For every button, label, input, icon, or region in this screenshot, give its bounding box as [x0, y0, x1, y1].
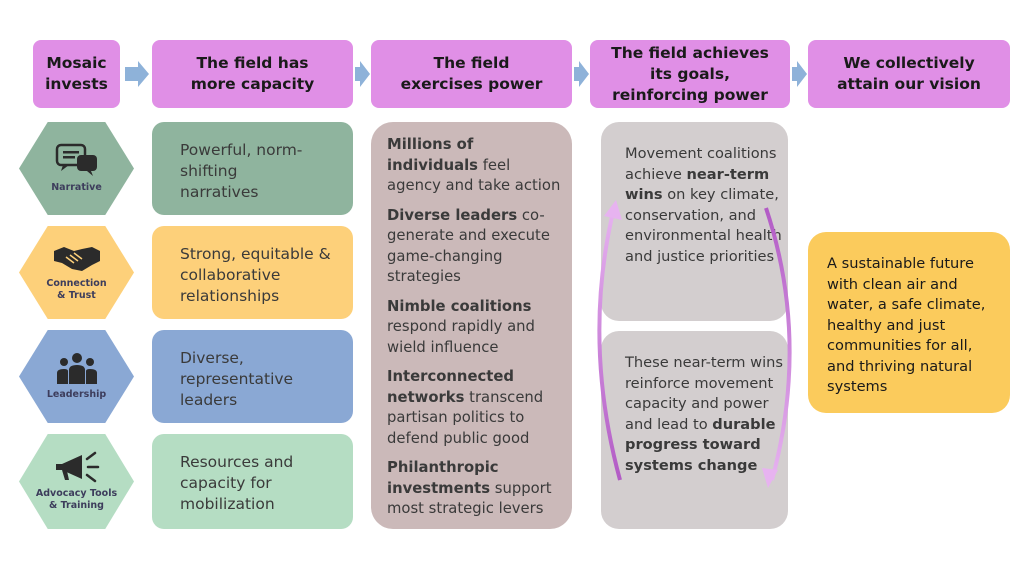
power-item-text: transcend partisan politics to defend pu…: [387, 388, 544, 447]
handshake-icon: [53, 247, 100, 271]
goal-near-term-wins: Movement coalitions achieve near-term wi…: [601, 122, 788, 321]
hex-advocacy-tools: Advocacy Tools & Training: [19, 434, 134, 529]
hex-label: Advocacy Tools & Training: [35, 488, 118, 511]
power-item-text: feel agency and take action: [387, 156, 561, 195]
power-item-text: support most strategic levers: [387, 479, 552, 518]
flow-arrow-icon: [574, 61, 589, 87]
power-item-text: respond rapidly and wield influence: [387, 318, 535, 356]
header-mosaic-invests: Mosaic invests: [33, 40, 120, 108]
cycle-arrowhead-icon: [604, 200, 622, 220]
power-item-title: Interconnected networks: [387, 368, 514, 406]
hex-connection-trust: Connection & Trust: [19, 226, 134, 319]
capacity-relationships: Strong, equitable & collaborative relati…: [152, 226, 353, 319]
power-item: Interconnected networks transcend partis…: [387, 367, 564, 449]
capacity-text: Strong, equitable & collaborative relati…: [180, 245, 331, 305]
power-item: Diverse leaders co-generate and execute …: [387, 206, 564, 288]
power-item-text: co-generate and execute game-changing st…: [387, 206, 550, 286]
header-label: The field has more capacity: [190, 54, 315, 93]
goal-text-bold: near-term wins: [625, 165, 770, 204]
hex-label: Connection & Trust: [46, 278, 107, 301]
people-group-icon: [56, 353, 97, 384]
hex-narrative: Narrative: [19, 122, 134, 215]
vision-box: A sustainable future with clean air and …: [808, 232, 1010, 413]
cycle-arrowhead-icon: [762, 468, 778, 488]
capacity-text: Diverse, representative leaders: [180, 349, 294, 409]
goal-text: Movement coalitions achieve: [625, 145, 777, 183]
megaphone-icon: [55, 451, 99, 483]
capacity-text: Resources and capacity for mobilization: [180, 453, 294, 513]
cycle-arrow-right: [764, 207, 792, 481]
flow-arrows: [125, 61, 807, 87]
header-label: We collectively attain our vision: [837, 54, 981, 93]
power-item: Philanthropic investments support most s…: [387, 458, 564, 520]
power-item-title: Millions of individuals: [387, 136, 478, 174]
goal-text-bold: durable progress toward systems change: [625, 415, 776, 474]
header-attain-vision: We collectively attain our vision: [808, 40, 1010, 108]
power-panel: Millions of individuals feel agency and …: [371, 122, 572, 529]
cycle-arrow-left: [597, 207, 622, 481]
header-label: The field exercises power: [400, 54, 543, 93]
header-label: The field achieves its goals, reinforcin…: [611, 43, 769, 104]
hex-leadership: Leadership: [19, 330, 134, 423]
capacity-narratives: Powerful, norm-shifting narratives: [152, 122, 353, 215]
power-item-title: Philanthropic investments: [387, 459, 499, 497]
goal-text: on key climate, conservation, and enviro…: [625, 186, 782, 265]
flow-arrow-icon: [355, 61, 370, 87]
capacity-text: Powerful, norm-shifting narratives: [180, 141, 303, 201]
capacity-leaders: Diverse, representative leaders: [152, 330, 353, 423]
vision-text: A sustainable future with clean air and …: [827, 255, 986, 395]
reinforcing-cycle: [597, 200, 792, 488]
speech-bubbles-icon: [55, 143, 97, 176]
header-label: Mosaic invests: [45, 54, 108, 93]
power-item: Millions of individuals feel agency and …: [387, 135, 564, 197]
power-item-title: Nimble coalitions: [387, 297, 532, 315]
goal-durable-progress: These near-term wins reinforce movement …: [601, 331, 788, 529]
header-exercises-power: The field exercises power: [371, 40, 572, 108]
capacity-resources: Resources and capacity for mobilization: [152, 434, 353, 529]
power-item: Nimble coalitions respond rapidly and wi…: [387, 297, 564, 359]
hex-label: Leadership: [46, 389, 107, 400]
hex-label: Narrative: [51, 182, 102, 193]
header-achieves-goals: The field achieves its goals, reinforcin…: [590, 40, 790, 108]
power-item-title: Diverse leaders: [387, 206, 518, 224]
flow-arrow-icon: [125, 61, 149, 87]
flow-arrow-icon: [792, 61, 807, 87]
header-more-capacity: The field has more capacity: [152, 40, 353, 108]
goal-text: These near-term wins reinforce movement …: [625, 354, 784, 433]
